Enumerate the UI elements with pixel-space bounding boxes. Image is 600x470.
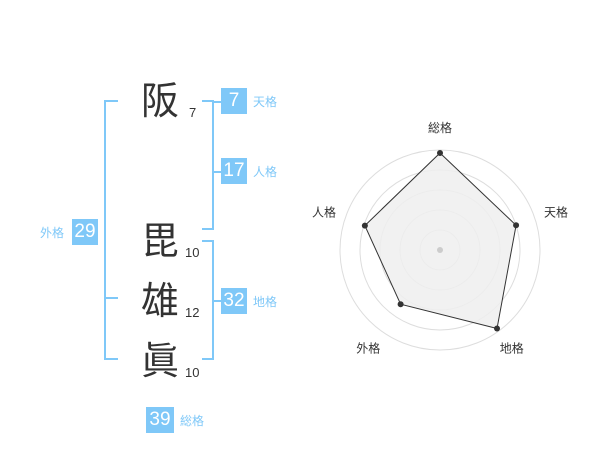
gaikaku-value: 29 bbox=[72, 219, 98, 245]
radar-axis-label-2: 天格 bbox=[544, 204, 568, 219]
tenkaku-bracket bbox=[202, 100, 214, 230]
stroke-count-1: 7 bbox=[189, 105, 197, 120]
soukaku-value: 39 bbox=[146, 407, 174, 433]
chikaku-connector bbox=[212, 300, 221, 302]
radar-axis-label-1: 総格 bbox=[428, 120, 452, 135]
radar-center bbox=[437, 247, 443, 253]
soukaku-label: 総格 bbox=[180, 414, 205, 428]
gaikaku-label: 外格 bbox=[40, 226, 65, 240]
gaikaku-bracket bbox=[104, 100, 118, 360]
radar-point-3 bbox=[494, 325, 501, 332]
radar-point-1 bbox=[437, 150, 443, 156]
jinkaku-label: 人格 bbox=[253, 165, 278, 179]
radar-polygon bbox=[364, 152, 517, 330]
radar-point-5 bbox=[361, 222, 368, 229]
stroke-count-3: 12 bbox=[185, 305, 200, 320]
radar-axis-label-5: 人格 bbox=[312, 204, 336, 219]
name-char-2: 毘 bbox=[141, 219, 180, 263]
radar-axis-label-3: 地格 bbox=[500, 341, 524, 356]
chikaku-label: 地格 bbox=[253, 295, 278, 309]
jinkaku-value: 17 bbox=[221, 158, 247, 184]
name-char-3: 雄 bbox=[141, 279, 180, 323]
stroke-count-2: 10 bbox=[185, 245, 200, 260]
gaikaku-bracket-tick bbox=[104, 297, 118, 299]
tenkaku-connector bbox=[212, 101, 221, 103]
radar-point-2 bbox=[513, 222, 520, 229]
jinkaku-connector bbox=[212, 171, 221, 173]
name-char-1: 阪 bbox=[141, 79, 180, 123]
name-char-4: 眞 bbox=[141, 339, 180, 383]
radar-point-4 bbox=[397, 301, 404, 308]
tenkaku-label: 天格 bbox=[253, 95, 278, 109]
radar-axis-label-4: 外格 bbox=[356, 341, 380, 356]
chikaku-value: 32 bbox=[221, 288, 247, 314]
stroke-count-4: 10 bbox=[185, 365, 200, 380]
tenkaku-value: 7 bbox=[221, 88, 247, 114]
